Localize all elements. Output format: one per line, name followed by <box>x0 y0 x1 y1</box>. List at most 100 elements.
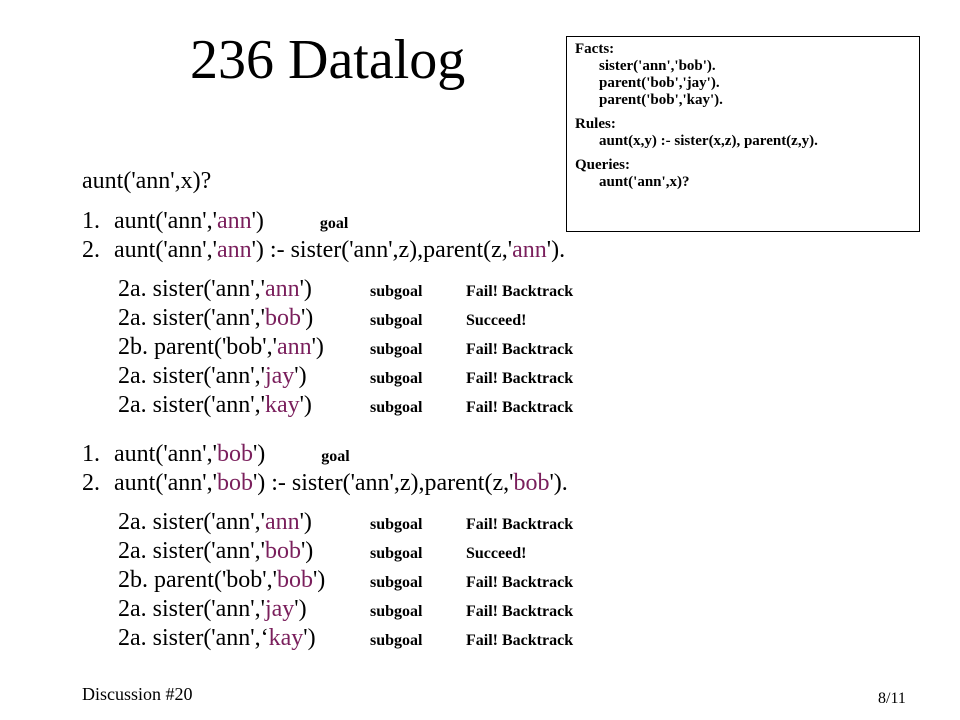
subgoal-result: Fail! Backtrack <box>466 516 574 533</box>
subgoal-result: Fail! Backtrack <box>466 341 574 358</box>
rule-item: aunt(x,y) :- sister(x,z), parent(z,y). <box>599 133 818 149</box>
rule-arg: ann <box>216 237 252 263</box>
subgoal-result: Fail! Backtrack <box>466 283 574 300</box>
rule-pre: aunt('ann',' <box>114 237 217 263</box>
subgoal-post: ') <box>311 334 324 360</box>
goal-expr-post: ') <box>251 208 264 234</box>
subgoal-result: Fail! Backtrack <box>466 603 574 620</box>
rule-line: 2.aunt('ann','ann') :- sister('ann',z),p… <box>82 236 573 265</box>
subgoal-pre: 2a. sister('ann',‘ <box>118 625 269 651</box>
rule-mid: ') :- sister('ann',z),parent(z,' <box>252 470 514 496</box>
queries-label: Queries: <box>575 157 630 173</box>
facts-label: Facts: <box>575 41 615 57</box>
subgoal-tag: subgoal <box>370 341 423 358</box>
subgoal-pre: 2a. sister('ann',' <box>118 305 265 331</box>
subgoal-arg: ann <box>264 276 300 302</box>
subgoal-tag: subgoal <box>370 545 423 562</box>
goal-expr-post: ') <box>252 441 266 467</box>
subgoal-post: ') <box>299 509 312 535</box>
goal-tag: goal <box>321 448 350 465</box>
subgoal-line: 2a. sister('ann','kay') subgoal Fail! Back… <box>82 391 573 420</box>
subgoal-tag: subgoal <box>370 574 423 591</box>
subgoal-pre: 2a. sister('ann',' <box>118 276 265 302</box>
goal-line: 1. aunt('ann','ann') goal <box>82 207 573 236</box>
slide-title: 236 Datalog <box>190 29 466 91</box>
subgoal-result: Fail! Backtrack <box>466 632 574 649</box>
subgoal-arg: kay <box>264 392 300 418</box>
goal-arg: ann <box>216 208 252 234</box>
subgoal-result: Fail! Backtrack <box>466 370 574 387</box>
goal-arg: bob <box>216 441 253 467</box>
subgoal-post: ') <box>303 625 316 651</box>
subgoal-arg: bob <box>276 567 313 593</box>
subgoal-pre: 2b. parent('bob',' <box>118 334 277 360</box>
subgoal-line: 2a. sister('ann','ann') subgoal Fail! Back… <box>82 508 573 537</box>
footer-page-number: 8/11 <box>878 690 906 707</box>
subgoal-line: 2a. sister('ann','jay') subgoal Fail! Back… <box>82 362 573 391</box>
subgoal-arg: jay <box>264 596 295 622</box>
subgoal-line: 2a. sister('ann','bob') subgoal Succeed! <box>82 537 573 566</box>
subgoal-pre: 2a. sister('ann',' <box>118 392 265 418</box>
subgoal-post: ') <box>294 596 307 622</box>
subgoal-line: 2a. sister('ann','ann') subgoal Fail! Back… <box>82 275 573 304</box>
subgoal-tag: subgoal <box>370 283 423 300</box>
rule-post: '). <box>546 237 566 263</box>
subgoal-arg: ann <box>264 509 300 535</box>
rule-number: 2. <box>82 237 100 263</box>
queries-section: Queries: aunt('ann',x)? <box>575 157 919 191</box>
fact-item: parent('bob','kay'). <box>599 92 723 108</box>
rule-arg2: ann <box>512 237 547 263</box>
subgoal-pre: 2b. parent('bob',' <box>118 567 277 593</box>
goal-expr-pre: aunt('ann',' <box>114 208 217 234</box>
rule-number: 2. <box>82 470 100 496</box>
subgoal-arg: bob <box>264 538 301 564</box>
subgoal-post: ') <box>300 305 314 331</box>
subgoal-tag: subgoal <box>370 516 423 533</box>
subgoal-arg: ann <box>276 334 312 360</box>
subgoal-post: ') <box>299 276 312 302</box>
subgoal-tag: subgoal <box>370 603 423 620</box>
subgoal-post: ') <box>299 392 312 418</box>
subgoal-tag: subgoal <box>370 399 423 416</box>
facts-section: Facts: sister('ann','bob'). parent('bob'… <box>575 41 919 109</box>
fact-item: sister('ann','bob'). <box>599 58 716 74</box>
subgoal-tag: subgoal <box>370 370 423 387</box>
subgoal-post: ') <box>312 567 326 593</box>
subgoal-pre: 2a. sister('ann',' <box>118 509 265 535</box>
rule-mid: ') :- sister('ann',z),parent(z,' <box>251 237 513 263</box>
subgoal-pre: 2a. sister('ann',' <box>118 596 265 622</box>
rule-pre: aunt('ann',' <box>114 470 217 496</box>
subgoal-pre: 2a. sister('ann',' <box>118 363 265 389</box>
subgoal-result: Fail! Backtrack <box>466 399 574 416</box>
subgoal-line: 2a. sister('ann','jay') subgoal Fail! Back… <box>82 595 573 624</box>
subgoal-line: 2a. sister('ann',‘kay') subgoal Fail! Back… <box>82 624 573 653</box>
rule-arg2: bob <box>513 470 550 496</box>
subgoal-tag: subgoal <box>370 312 423 329</box>
goal-tag: goal <box>319 215 349 232</box>
subgoal-post: ') <box>300 538 314 564</box>
subgoal-arg: jay <box>264 363 295 389</box>
facts-box: Facts: sister('ann','bob'). parent('bob'… <box>566 36 920 232</box>
goal-expr-pre: aunt('ann',' <box>114 441 217 467</box>
rules-section: Rules: aunt(x,y) :- sister(x,z), parent(… <box>575 116 919 150</box>
main-query: aunt('ann',x)? <box>82 168 212 194</box>
goal-number: 1. <box>82 208 100 234</box>
subgoal-line: 2b. parent('bob','ann') subgoal Fail! Back… <box>82 333 573 362</box>
fact-item: parent('bob','jay'). <box>599 75 720 91</box>
subgoal-tag: subgoal <box>370 632 423 649</box>
subgoal-pre: 2a. sister('ann',' <box>118 538 265 564</box>
footer-discussion: Discussion #20 <box>82 684 193 704</box>
subgoal-result: Succeed! <box>466 545 527 562</box>
rule-arg: bob <box>216 470 253 496</box>
query-item: aunt('ann',x)? <box>599 174 690 190</box>
subgoal-post: ') <box>294 363 307 389</box>
trace-block: 1.aunt('ann','bob')goal 2.aunt('ann','bo… <box>82 440 573 653</box>
subgoal-arg: bob <box>264 305 301 331</box>
goal-number: 1. <box>82 441 100 467</box>
rule-post: '). <box>549 470 568 496</box>
goal-line: 1. aunt('ann','bob') goal <box>82 440 573 469</box>
rule-line: 2.aunt('ann','bob') :- sister('ann',z),p… <box>82 469 573 498</box>
subgoal-arg: kay <box>268 625 304 651</box>
